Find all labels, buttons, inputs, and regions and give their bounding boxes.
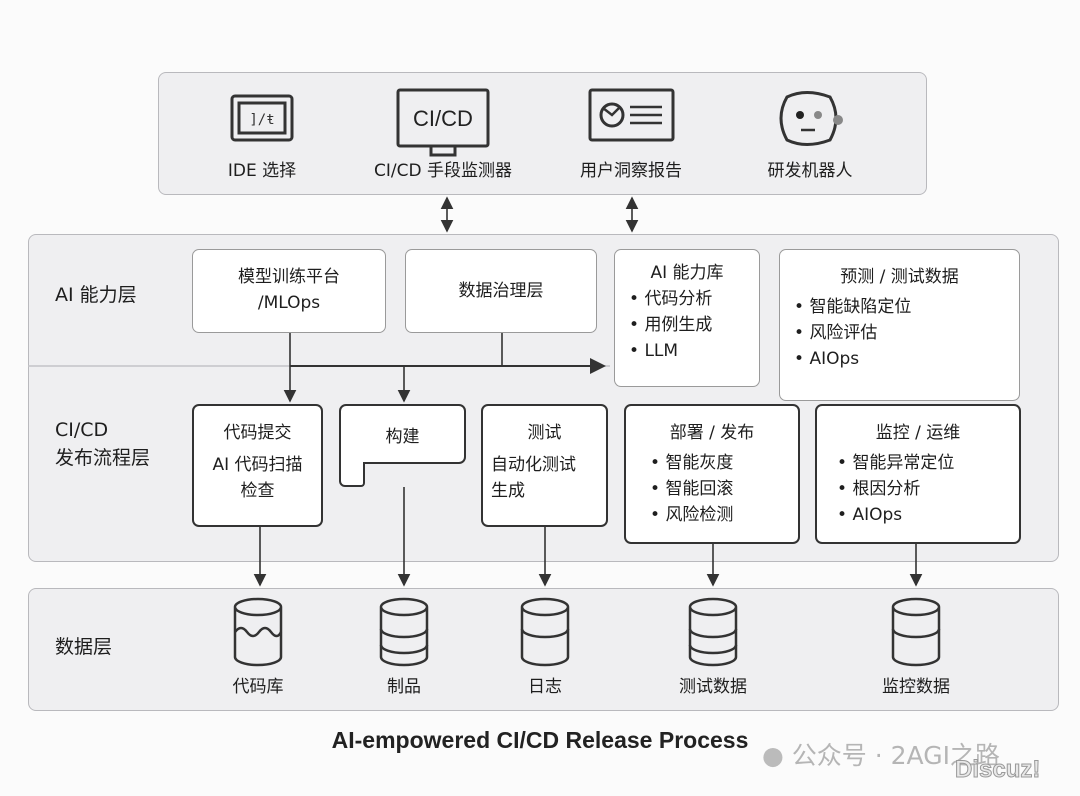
tool-label-cicd: CI/CD 手段监测器 [374,161,512,181]
list-item: 智能缺陷定位 [794,294,1019,320]
database-icon [233,597,283,667]
store-label: 日志 [528,677,562,697]
list-item: 根因分析 [837,476,1019,502]
box-title: 代码提交 [223,423,292,443]
discuz-watermark: Discuz! [954,756,1041,784]
cicd-layer-label: CI/CD 发布流程层 [55,416,150,472]
box-title: 监控 / 运维 [875,423,961,443]
dashboard-icon [588,88,675,142]
data-layer-panel [28,588,1059,711]
list-item: AIOps [837,502,1019,528]
list-item: 智能回滚 [650,476,798,502]
label-line: CI/CD [55,419,109,441]
store-label: 制品 [387,677,421,697]
ai-box-library: AI 能力库 代码分析用例生成LLM [614,249,760,387]
box-subtitle: /MLOps [257,293,321,313]
database-icon [891,597,941,667]
data-layer-label: 数据层 [55,636,113,658]
database-icon [520,597,570,667]
cicd-box-monitor: 监控 / 运维 智能异常定位根因分析AIOps [815,404,1021,544]
cicd-box-deploy: 部署 / 发布 智能灰度智能回滚风险检测 [624,404,800,544]
database-icon [688,597,738,667]
list-item: 智能异常定位 [837,450,1019,476]
cicd-box-commit: 代码提交 AI 代码扫描 检查 [192,404,323,527]
ai-layer-label: AI 能力层 [55,284,137,306]
box-title: 测试 [527,423,562,443]
ide-icon: ]/ŧ [230,94,294,142]
tool-label-robot: 研发机器人 [767,161,853,181]
robot-face-icon [779,91,843,146]
watermark-text: 公众号 · 2AGI之路 [791,741,1000,770]
box-title: 构建 [385,427,420,447]
cicd-box-test: 测试 自动化测试 生成 [481,404,608,527]
box-title: 部署 / 发布 [669,423,755,443]
box-title: 预测 / 测试数据 [840,267,959,287]
ai-box-training: 模型训练平台 /MLOps [192,249,386,333]
box-title: 模型训练平台 [238,267,340,287]
database-icon [379,597,429,667]
ci-cd-monitor-icon: CI/CD [396,88,490,157]
diagram-title: AI-empowered CI/CD Release Process [331,727,749,753]
store-label: 测试数据 [679,677,747,697]
cicd-box-build: 构建 [339,404,466,464]
tool-label-ide: IDE 选择 [227,161,297,181]
box-body: AI 代码扫描 检查 [212,455,303,501]
ai-box-governance: 数据治理层 [405,249,597,333]
list-item: 智能灰度 [650,450,798,476]
box-title: 数据治理层 [458,281,544,301]
list-item: LLM [629,338,759,364]
list-item: 风险评估 [794,320,1019,346]
tool-label-dashboard: 用户洞察报告 [580,161,682,181]
store-label: 代码库 [232,677,284,697]
svg-text:]/ŧ: ]/ŧ [249,112,274,128]
list-item: 代码分析 [629,286,759,312]
ai-box-prediction: 预测 / 测试数据 智能缺陷定位风险评估AIOps [779,249,1020,401]
store-label: 监控数据 [882,677,950,697]
wechat-icon: ● [762,741,784,770]
build-bubble-tail [339,462,365,487]
label-line: 发布流程层 [55,447,151,469]
box-title: AI 能力库 [650,263,724,283]
list-item: 用例生成 [629,312,759,338]
box-body: 自动化测试 生成 [491,455,576,501]
list-item: AIOps [794,346,1019,372]
svg-text:CI/CD: CI/CD [413,106,473,131]
list-item: 风险检测 [650,502,798,528]
watermark: ● 公众号 · 2AGI之路 [762,736,1000,772]
